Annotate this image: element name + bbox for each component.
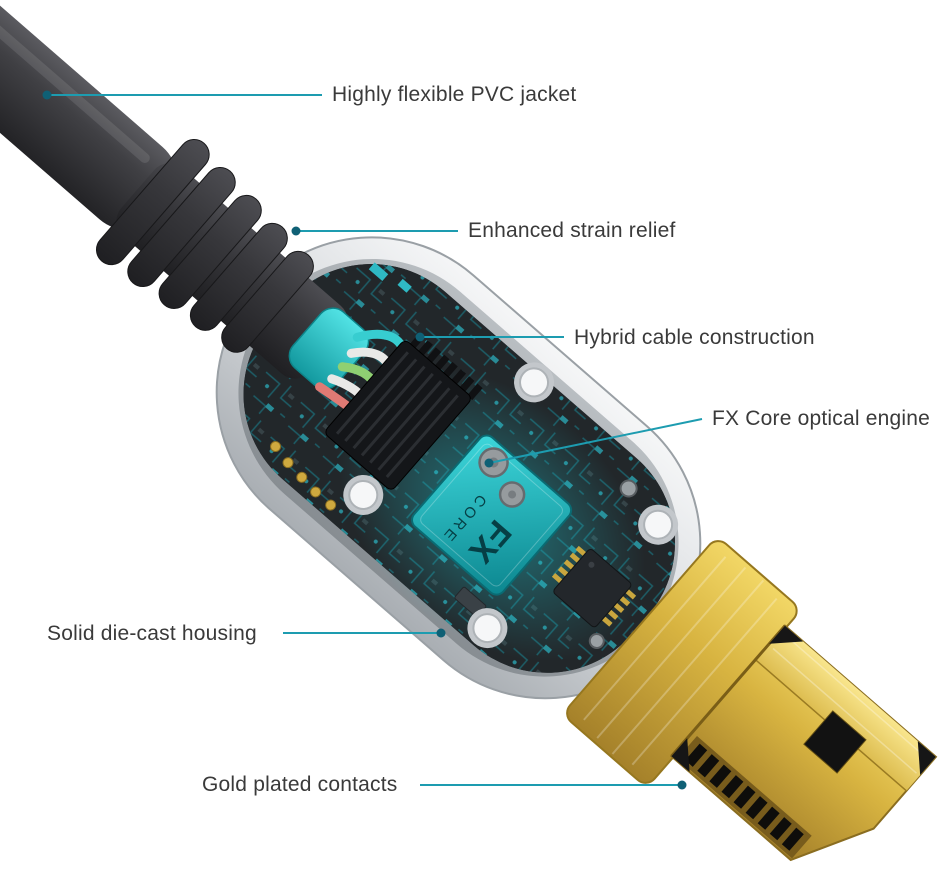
cable-highlight <box>0 0 150 163</box>
callout-fx-core <box>484 418 703 468</box>
screw-holes <box>343 362 679 649</box>
label-fx-core: FX Core optical engine <box>712 407 931 430</box>
screw-hole <box>343 474 384 515</box>
secondary-chip <box>551 545 637 628</box>
screw-hole <box>514 362 555 403</box>
connector-top-face <box>755 625 936 791</box>
fx-core-chip: FX CORE <box>411 434 573 596</box>
callouts <box>42 90 703 790</box>
label-strain-relief: Enhanced strain relief <box>468 219 676 242</box>
callout-pvc-jacket <box>42 90 322 100</box>
cable-jacket <box>0 0 178 231</box>
callout-gold-contacts <box>420 780 687 790</box>
latch-hole <box>803 710 867 774</box>
strain-relief-boot <box>95 139 348 379</box>
gold-pads <box>270 441 337 511</box>
label-die-cast-housing: Solid die-cast housing <box>47 622 257 645</box>
label-gold-contacts: Gold plated contacts <box>202 773 398 796</box>
callout-strain-relief <box>291 226 458 236</box>
callout-die-cast-housing <box>283 628 446 638</box>
label-hybrid-cable: Hybrid cable construction <box>574 326 815 349</box>
wire-connector-block <box>325 332 483 490</box>
callout-hybrid-cable <box>415 332 564 342</box>
label-pvc-jacket: Highly flexible PVC jacket <box>332 83 577 106</box>
gold-contact-slots <box>685 743 804 851</box>
screw-hole <box>638 504 679 545</box>
displayport-connector <box>566 540 938 862</box>
screw-hole <box>467 608 508 649</box>
